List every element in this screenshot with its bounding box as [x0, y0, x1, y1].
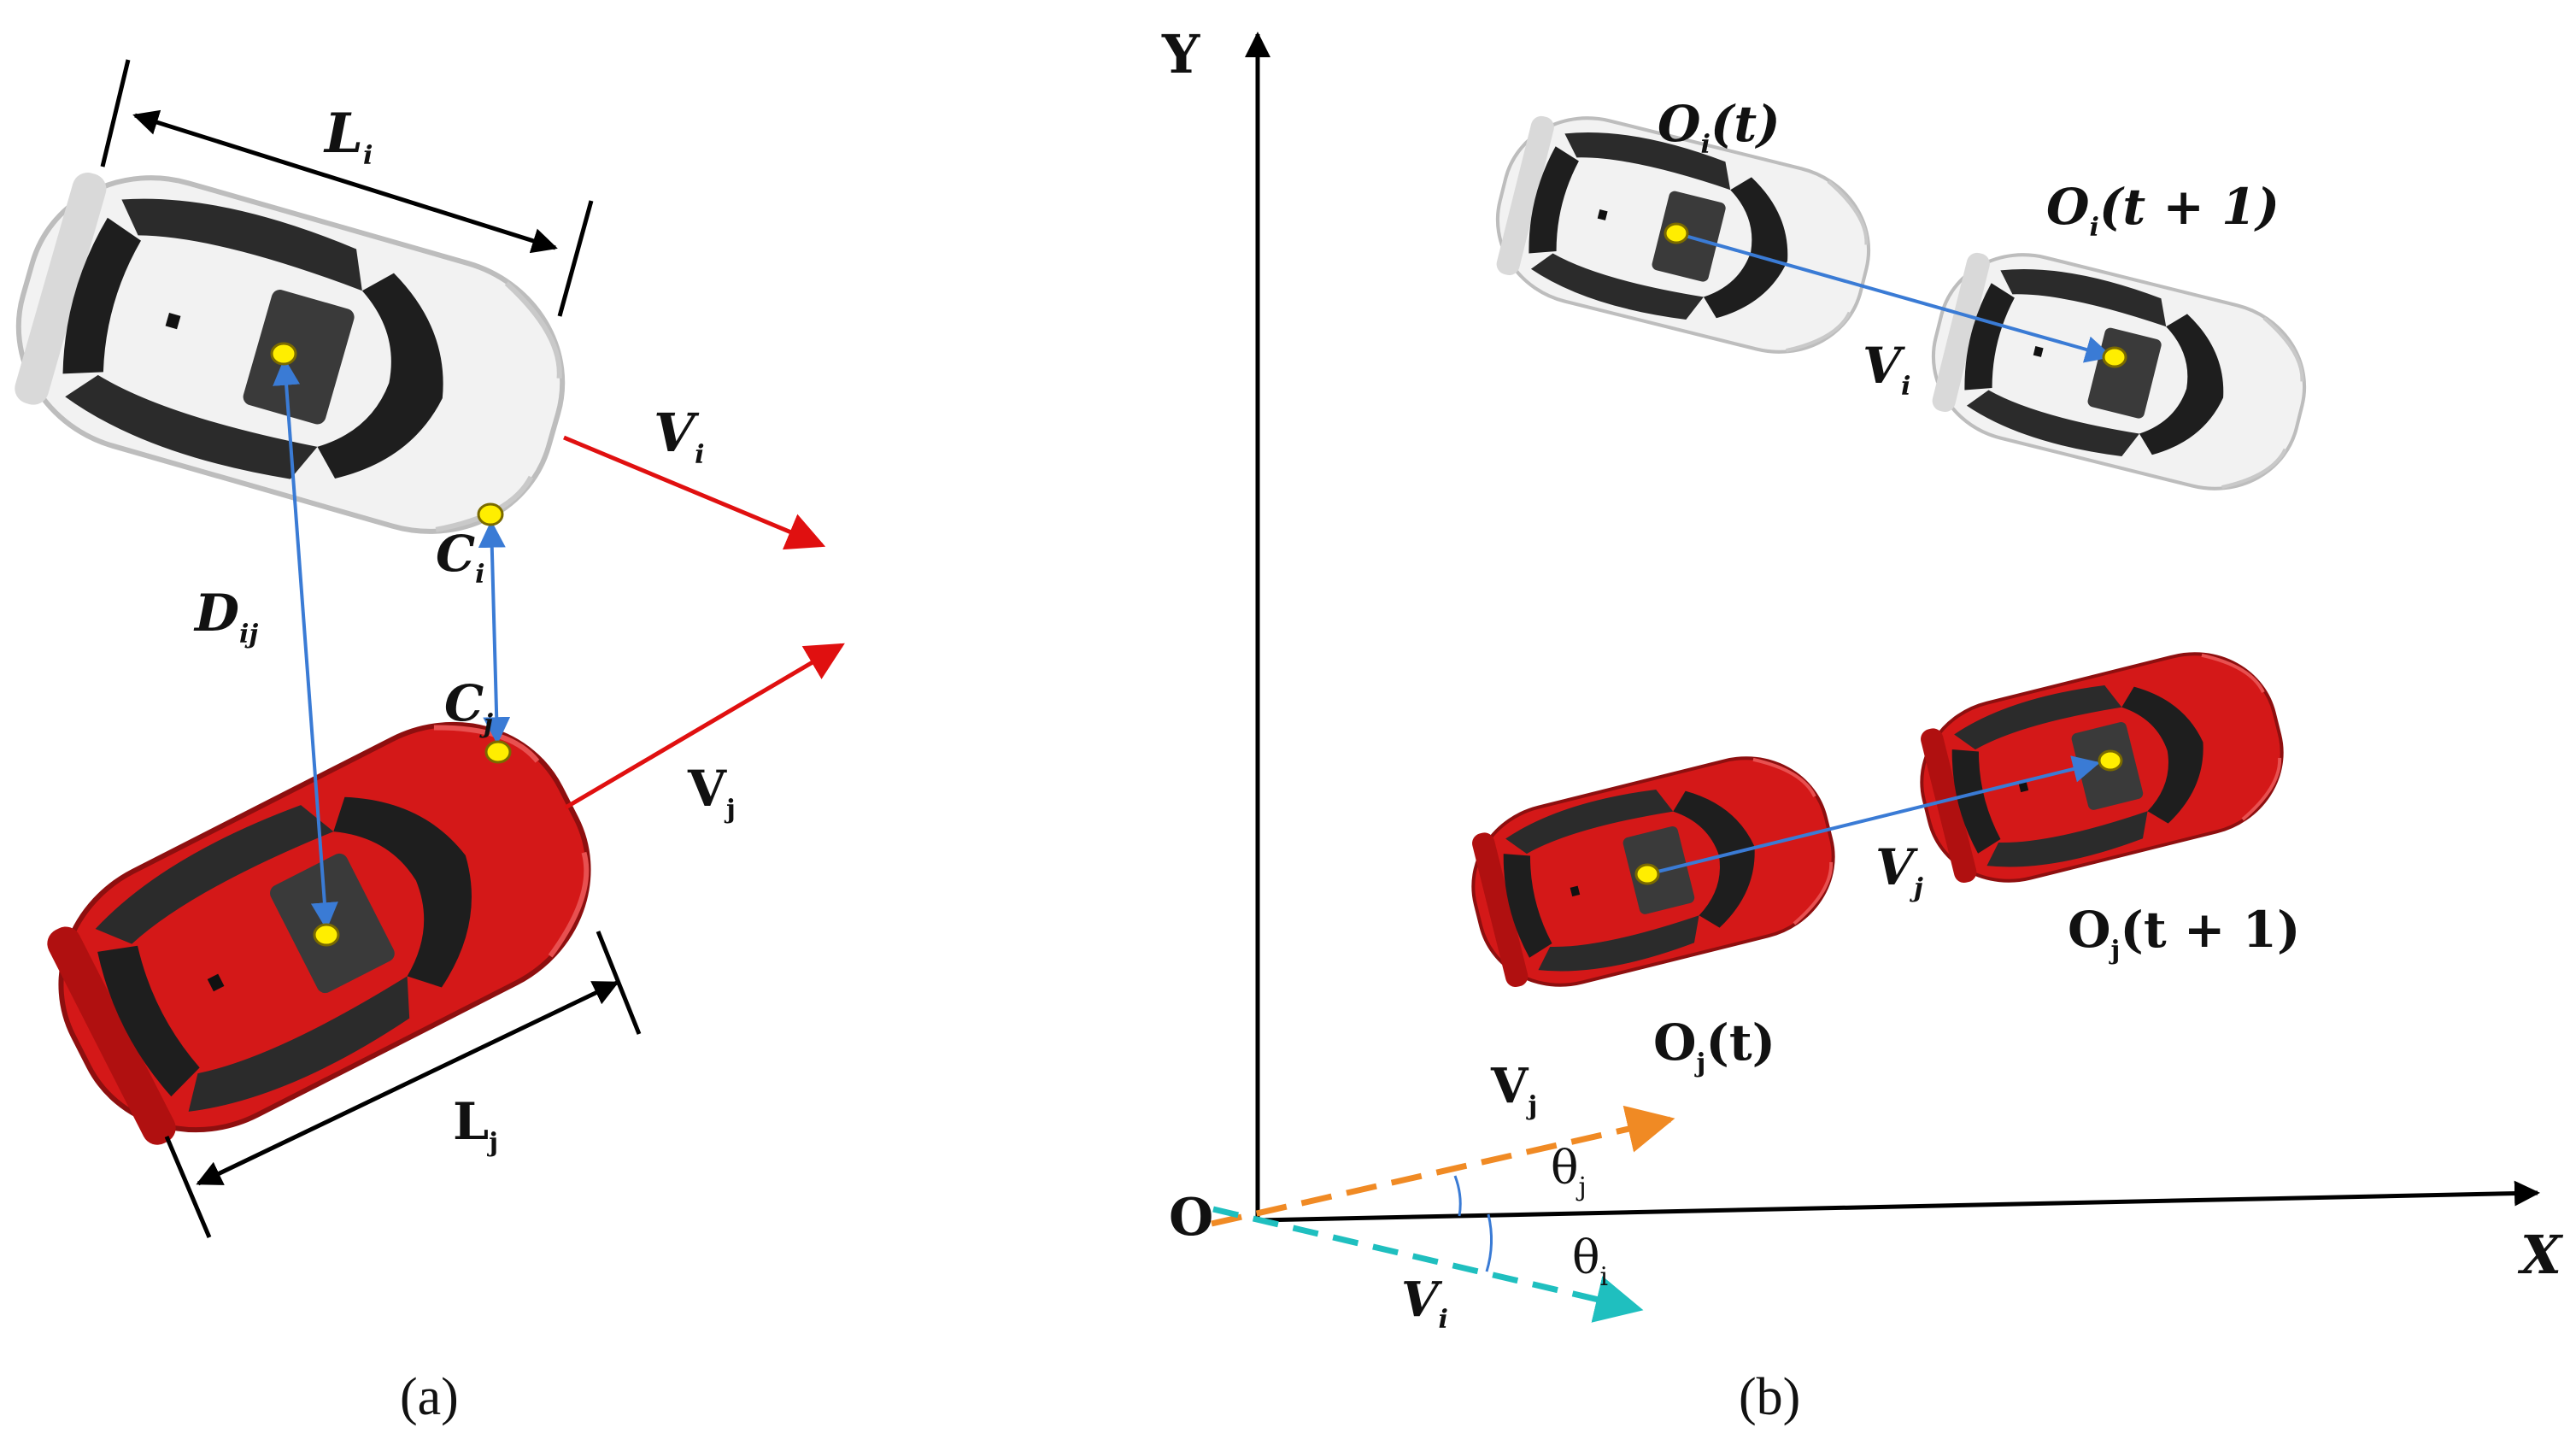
- label-corner-j: Cj: [444, 674, 493, 739]
- label-oj-t1: Oj(t + 1): [2068, 901, 2300, 966]
- velocity-j-arrow: [564, 643, 845, 810]
- corner-distance-arrow: [478, 520, 511, 745]
- centroid-j-dot: [313, 923, 340, 947]
- car-i-at-t1: [1916, 237, 2322, 507]
- centroid-j-t1-dot: [2098, 749, 2123, 772]
- theta-i-arc: [1485, 1213, 1493, 1272]
- label-length-j: Lj: [453, 1092, 498, 1158]
- distance-ij-arrow: [273, 357, 338, 931]
- centroid-j-t-dot: [1634, 863, 1660, 885]
- length-i-dimension: [100, 59, 594, 317]
- origin-label: O: [1169, 1188, 1213, 1248]
- label-oi-t1: Oi(t + 1): [2046, 178, 2280, 243]
- label-oi-t: Oi(t): [1658, 95, 1781, 160]
- vi-direction-vector: [1212, 1206, 1644, 1323]
- label-theta-i: θi: [1572, 1231, 1608, 1292]
- label-vi-top: Vi: [1863, 337, 1910, 402]
- axis-x-label: X: [2517, 1224, 2564, 1286]
- panel-b: Y X O Oi(t) Oi(t + 1) Oj(t) Oj(t + 1) Vi…: [1161, 23, 2564, 1426]
- panel-a: Li Lj Vi Vj Dij Ci Cj (a): [0, 59, 845, 1426]
- length-j-dimension: [164, 931, 642, 1238]
- caption-b: (b): [1739, 1368, 1800, 1426]
- theta-j-arc: [1453, 1175, 1462, 1217]
- label-vj-mid: Vj: [1875, 838, 1923, 903]
- label-velocity-i: Vi: [654, 402, 705, 470]
- velocity-j-displacement: [1646, 755, 2101, 876]
- label-vj-axis: Vj: [1490, 1058, 1537, 1121]
- velocity-i-displacement: [1675, 232, 2114, 363]
- caption-a: (a): [400, 1368, 459, 1426]
- velocity-i-arrow: [563, 435, 826, 550]
- label-length-i: Li: [323, 102, 373, 171]
- label-velocity-j: Vj: [687, 760, 736, 825]
- label-theta-j: θj: [1551, 1141, 1587, 1202]
- centroid-i-t-dot: [1664, 222, 1689, 244]
- vj-direction-vector: [1211, 1105, 1675, 1227]
- centroid-i-dot: [270, 342, 297, 366]
- axis-y-label: Y: [1161, 23, 1200, 85]
- label-vi-axis: Vi: [1401, 1272, 1448, 1335]
- label-corner-i: Ci: [436, 525, 485, 590]
- label-distance-ij: Dij: [193, 584, 258, 649]
- centroid-i-t1-dot: [2102, 346, 2127, 368]
- corner-i-dot: [477, 502, 504, 526]
- corner-j-dot: [484, 740, 512, 764]
- label-oj-t: Oj(t): [1653, 1013, 1775, 1078]
- x-axis: [1257, 1180, 2540, 1223]
